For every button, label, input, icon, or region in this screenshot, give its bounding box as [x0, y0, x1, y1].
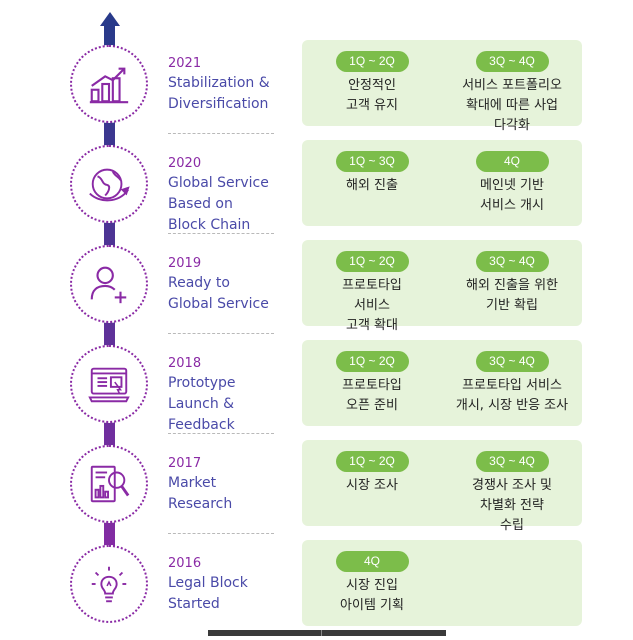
phase-panel: 1Q ~ 2Q 프로토타입 오픈 준비 3Q ~ 4Q 프로토타입 서비스 개시, 시… [302, 340, 582, 426]
quarter-pill: 4Q [335, 551, 409, 572]
milestone-separator [168, 533, 274, 534]
milestone-year: 2018 [168, 356, 202, 371]
phase-2: 3Q ~ 4Q 경쟁사 조사 및 차별화 전략 수립 [442, 450, 582, 536]
phase-2: 4Q 메인넷 기반 서비스 개시 [442, 150, 582, 216]
quarter-pill: 1Q ~ 2Q [335, 351, 409, 372]
quarter-pill: 1Q ~ 2Q [335, 51, 409, 72]
phase-description: 해외 진출 [346, 178, 398, 193]
quarter-pill: 3Q ~ 4Q [475, 451, 549, 472]
phase-description: 프로토타입 서비스 개시, 시장 반응 조사 [455, 378, 569, 413]
phase-description: 프로토타입 서비스 고객 확대 [342, 278, 402, 333]
web-prototype-icon [86, 361, 132, 407]
research-report-icon [86, 461, 132, 507]
phase-description: 안정적인 고객 유지 [346, 78, 398, 113]
phase-1: 1Q ~ 2Q 안정적인 고객 유지 [302, 50, 442, 116]
milestone-year: 2019 [168, 256, 202, 271]
milestone-title: Prototype Launch & Feedback [168, 375, 236, 433]
phase-description: 시장 진입 아이템 기획 [340, 578, 404, 613]
globe-plane-icon [86, 161, 132, 207]
milestone-title: Market Research [168, 475, 233, 512]
milestone-separator [168, 133, 274, 134]
phase-2: 3Q ~ 4Q 서비스 포트폴리오 확대에 따른 사업 다각화 [442, 50, 582, 136]
web-prototype-icon-badge [70, 345, 148, 423]
phase-2: 3Q ~ 4Q 해외 진출을 위한 기반 확립 [442, 250, 582, 316]
milestone-title: Ready to Global Service [168, 275, 269, 312]
phase-1: 1Q ~ 2Q 프로토타입 오픈 준비 [302, 350, 442, 416]
add-user-icon [86, 261, 132, 307]
lightbulb-idea-icon-badge [70, 545, 148, 623]
quarter-pill: 1Q ~ 2Q [335, 251, 409, 272]
milestone-separator [168, 433, 274, 434]
phase-1: 4Q 시장 진입 아이템 기획 [302, 550, 442, 616]
quarter-pill: 1Q ~ 3Q [335, 151, 409, 172]
bottom-scrollbar-divider [321, 630, 322, 636]
milestone-year: 2016 [168, 556, 202, 571]
phase-panel: 4Q 시장 진입 아이템 기획 [302, 540, 582, 626]
milestone-title: Legal Block Started [168, 575, 248, 612]
phase-description: 프로토타입 오픈 준비 [342, 378, 402, 413]
phase-2: 3Q ~ 4Q 프로토타입 서비스 개시, 시장 반응 조사 [442, 350, 582, 416]
quarter-pill: 4Q [475, 151, 549, 172]
add-user-icon-badge [70, 245, 148, 323]
growth-chart-icon-badge [70, 45, 148, 123]
phase-description: 경쟁사 조사 및 차별화 전략 수립 [471, 478, 553, 533]
milestone-separator [168, 333, 274, 334]
milestone-separator [168, 233, 274, 234]
growth-chart-icon [86, 61, 132, 107]
phase-1: 1Q ~ 2Q 시장 조사 [302, 450, 442, 496]
phase-panel: 1Q ~ 2Q 프로토타입 서비스 고객 확대 3Q ~ 4Q 해외 진출을 위한 기… [302, 240, 582, 333]
milestone-title: Global Service Based on Block Chain [168, 175, 269, 233]
phase-description: 시장 조사 [346, 478, 398, 493]
quarter-pill: 3Q ~ 4Q [475, 351, 549, 372]
lightbulb-idea-icon [86, 561, 132, 607]
research-report-icon-badge [70, 445, 148, 523]
milestone-year: 2021 [168, 56, 202, 71]
phase-1: 1Q ~ 2Q 프로토타입 서비스 고객 확대 [302, 250, 442, 336]
phase-description: 해외 진출을 위한 기반 확립 [466, 278, 558, 313]
milestone-year: 2020 [168, 156, 202, 171]
phase-description: 서비스 포트폴리오 확대에 따른 사업 다각화 [462, 78, 562, 133]
timeline-arrow-head [100, 12, 120, 26]
milestone-year: 2017 [168, 456, 202, 471]
bottom-scrollbar[interactable] [208, 630, 446, 636]
quarter-pill: 1Q ~ 2Q [335, 451, 409, 472]
quarter-pill: 3Q ~ 4Q [475, 51, 549, 72]
milestone-title: Stabilization & Diversification [168, 75, 270, 112]
quarter-pill: 3Q ~ 4Q [475, 251, 549, 272]
phase-panel: 1Q ~ 2Q 시장 조사 3Q ~ 4Q 경쟁사 조사 및 차별화 전략 수립 [302, 440, 582, 533]
globe-plane-icon-badge [70, 145, 148, 223]
phase-panel: 1Q ~ 2Q 안정적인 고객 유지 3Q ~ 4Q 서비스 포트폴리오 확대에 따른… [302, 40, 582, 133]
phase-description: 메인넷 기반 서비스 개시 [480, 178, 544, 213]
phase-1: 1Q ~ 3Q 해외 진출 [302, 150, 442, 196]
phase-panel: 1Q ~ 3Q 해외 진출 4Q 메인넷 기반 서비스 개시 [302, 140, 582, 226]
